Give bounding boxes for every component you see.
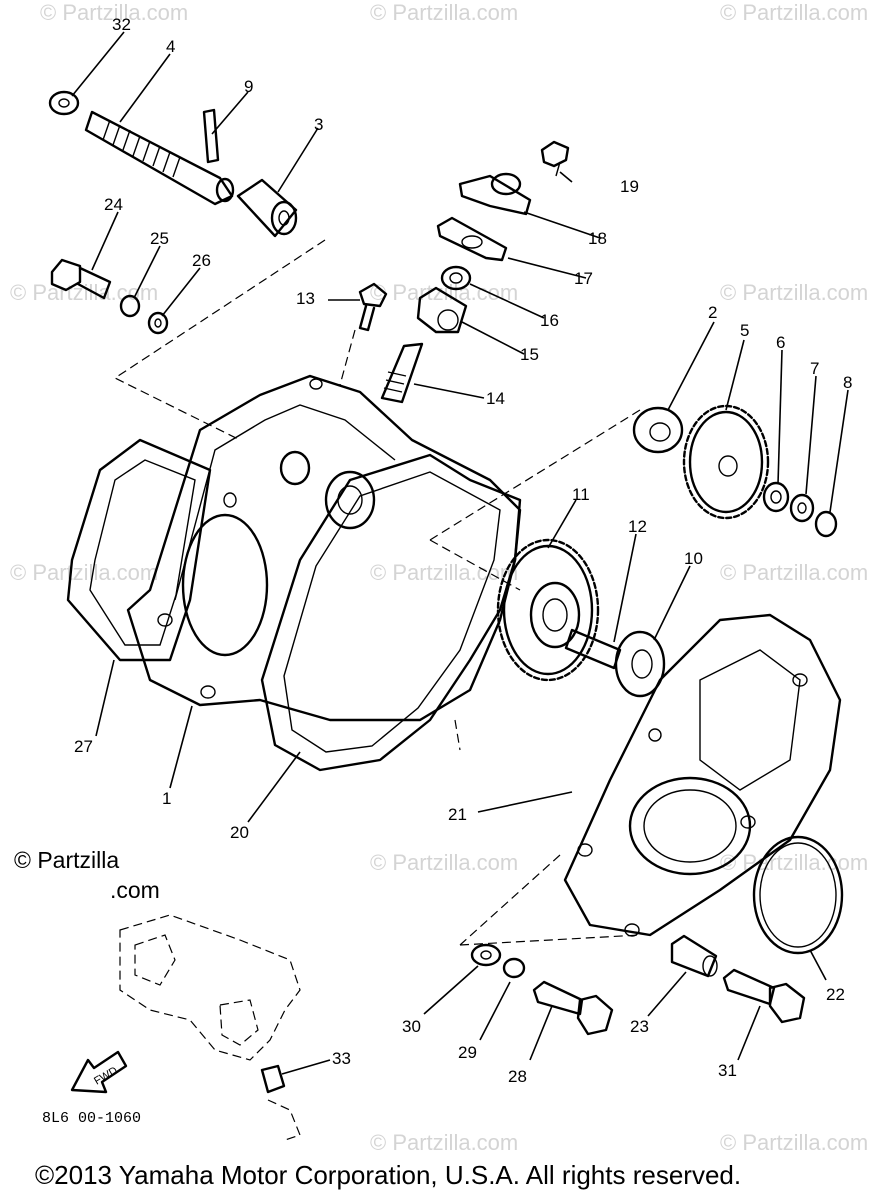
brand-line-2: .com <box>110 877 160 903</box>
label-16: 16 <box>540 311 559 330</box>
label-8: 8 <box>843 373 852 392</box>
part-11-gear[interactable] <box>496 538 600 682</box>
label-7: 7 <box>810 359 819 378</box>
label-2: 2 <box>708 303 717 322</box>
assembly-dash-lines <box>113 239 641 946</box>
label-26: 26 <box>192 251 211 270</box>
part-14-driven-gear[interactable] <box>380 342 424 404</box>
watermark-text: © Partzilla.com <box>40 0 188 25</box>
leader-lines <box>71 31 849 1075</box>
part-33-fitting[interactable] <box>260 1064 286 1094</box>
part-17-gasket[interactable] <box>436 216 508 262</box>
diagram-code: 8L6 00-1060 <box>42 1110 141 1127</box>
watermark-text: © Partzilla.com <box>10 560 158 585</box>
label-12: 12 <box>628 517 647 536</box>
part-2-bearing[interactable] <box>632 406 684 454</box>
part-23-dowel[interactable] <box>670 934 718 978</box>
label-3: 3 <box>314 115 323 134</box>
watermark-text: © Partzilla.com <box>370 1130 518 1155</box>
label-15: 15 <box>520 345 539 364</box>
part-26-washer[interactable] <box>147 311 169 335</box>
part-12-shaft[interactable] <box>564 628 622 670</box>
watermark-text: © Partzilla.com <box>720 0 868 25</box>
part-4-worm-shaft[interactable] <box>84 110 235 206</box>
part-18-bracket[interactable] <box>458 172 532 216</box>
part-1-housing[interactable] <box>126 374 522 722</box>
label-30: 30 <box>402 1017 421 1036</box>
part-20-gasket[interactable] <box>260 453 522 772</box>
label-19: 19 <box>620 177 639 196</box>
label-21: 21 <box>448 805 467 824</box>
part-10-bearing[interactable] <box>614 630 666 698</box>
part-15-bushing[interactable] <box>416 286 468 334</box>
part-6-washer[interactable] <box>762 481 790 513</box>
part-13-screw[interactable] <box>358 282 388 332</box>
brand-line-1: © Partzilla <box>14 847 120 873</box>
label-4: 4 <box>166 37 175 56</box>
watermark-text: © Partzilla.com <box>720 280 868 305</box>
watermark-text: © Partzilla.com <box>370 850 518 875</box>
part-8-circlip[interactable] <box>814 510 838 538</box>
label-25: 25 <box>150 229 169 248</box>
label-5: 5 <box>740 321 749 340</box>
part-19-bolt[interactable] <box>540 140 570 177</box>
label-23: 23 <box>630 1017 649 1036</box>
part-32-washer[interactable] <box>48 90 80 116</box>
label-13: 13 <box>296 289 315 308</box>
label-6: 6 <box>776 333 785 352</box>
part-28-bolt[interactable] <box>532 980 614 1036</box>
label-22: 22 <box>826 985 845 1004</box>
fwd-arrow-icon: FWD <box>70 1050 128 1094</box>
label-32: 32 <box>112 15 131 34</box>
label-29: 29 <box>458 1043 477 1062</box>
label-28: 28 <box>508 1067 527 1086</box>
part-labels: 32 4 9 3 19 18 17 16 15 13 14 24 25 26 2… <box>74 15 852 1086</box>
part-25-spring-washer[interactable] <box>119 294 141 318</box>
watermark-text: © Partzilla.com <box>10 280 158 305</box>
fwd-label: FWD <box>92 1065 120 1088</box>
label-33: 33 <box>332 1049 351 1068</box>
part-9-pin[interactable] <box>202 108 220 164</box>
label-31: 31 <box>718 1061 737 1080</box>
part-7-washer[interactable] <box>789 493 815 523</box>
inset-frame-sketch <box>119 914 301 1141</box>
label-1: 1 <box>162 789 171 808</box>
part-24-bolt[interactable] <box>50 258 112 300</box>
watermark-text: © Partzilla.com <box>720 1130 868 1155</box>
watermark-text: © Partzilla.com <box>720 850 868 875</box>
label-18: 18 <box>588 229 607 248</box>
part-30-washer[interactable] <box>470 943 502 967</box>
label-20: 20 <box>230 823 249 842</box>
watermark-text: © Partzilla.com <box>720 560 868 585</box>
partzilla-brand-watermark: © Partzilla .com <box>14 845 160 905</box>
part-22-o-ring[interactable] <box>752 835 844 955</box>
watermark-layer: © Partzilla.com © Partzilla.com © Partzi… <box>10 0 868 1155</box>
copyright-notice: ©2013 Yamaha Motor Corporation, U.S.A. A… <box>35 1160 742 1190</box>
label-17: 17 <box>574 269 593 288</box>
part-29-spring-washer[interactable] <box>502 957 526 979</box>
label-14: 14 <box>486 389 505 408</box>
label-11: 11 <box>572 485 590 504</box>
part-21-cover[interactable] <box>563 613 842 937</box>
watermark-text: © Partzilla.com <box>370 0 518 25</box>
label-9: 9 <box>244 77 253 96</box>
label-24: 24 <box>104 195 123 214</box>
label-27: 27 <box>74 737 93 756</box>
part-5-sprocket[interactable] <box>682 404 770 520</box>
part-31-bolt[interactable] <box>722 968 806 1024</box>
watermark-text: © Partzilla.com <box>370 560 518 585</box>
label-10: 10 <box>684 549 703 568</box>
part-16-seal[interactable] <box>440 265 472 291</box>
part-3-collar[interactable] <box>236 178 298 238</box>
